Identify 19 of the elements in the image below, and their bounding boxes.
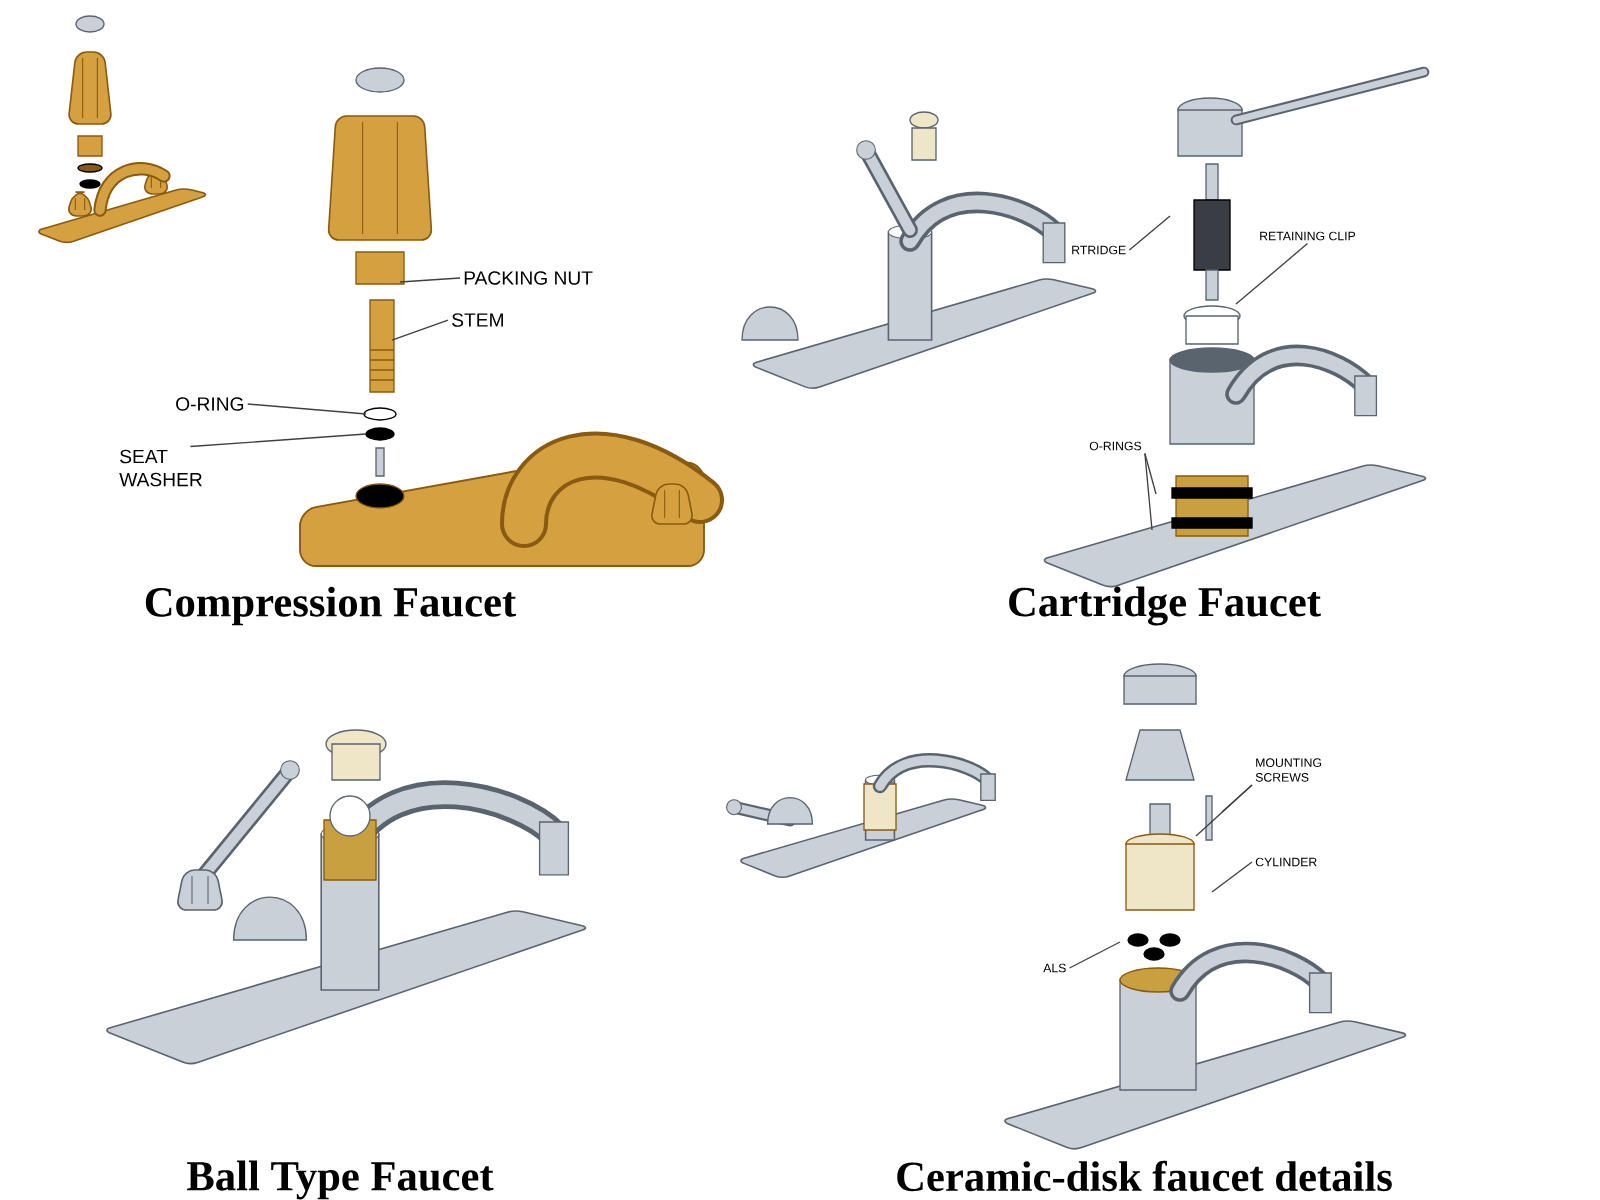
leader-line (1128, 215, 1171, 251)
leader-line (189, 433, 367, 448)
part-label: STEM (452, 313, 503, 327)
part-label: PACKING NUT (464, 271, 593, 285)
caption: Cartridge Faucet (1009, 586, 1321, 626)
leader-line (1144, 452, 1157, 495)
leader-line (1235, 242, 1309, 305)
leader-line (247, 403, 367, 415)
caption: Ball Type Faucet (187, 1160, 494, 1200)
leader-line (1221, 784, 1253, 813)
caption: Ceramic-disk faucet details (897, 1160, 1392, 1192)
caption: Compression Faucet (145, 586, 516, 626)
leader-line (391, 319, 449, 341)
part-label: SEAT WASHER (119, 449, 202, 487)
leader-line (1144, 452, 1153, 531)
part-label: O-RING (176, 397, 244, 411)
leader-line (1068, 941, 1121, 969)
leader-line (1211, 861, 1253, 893)
leader-line (399, 277, 461, 283)
